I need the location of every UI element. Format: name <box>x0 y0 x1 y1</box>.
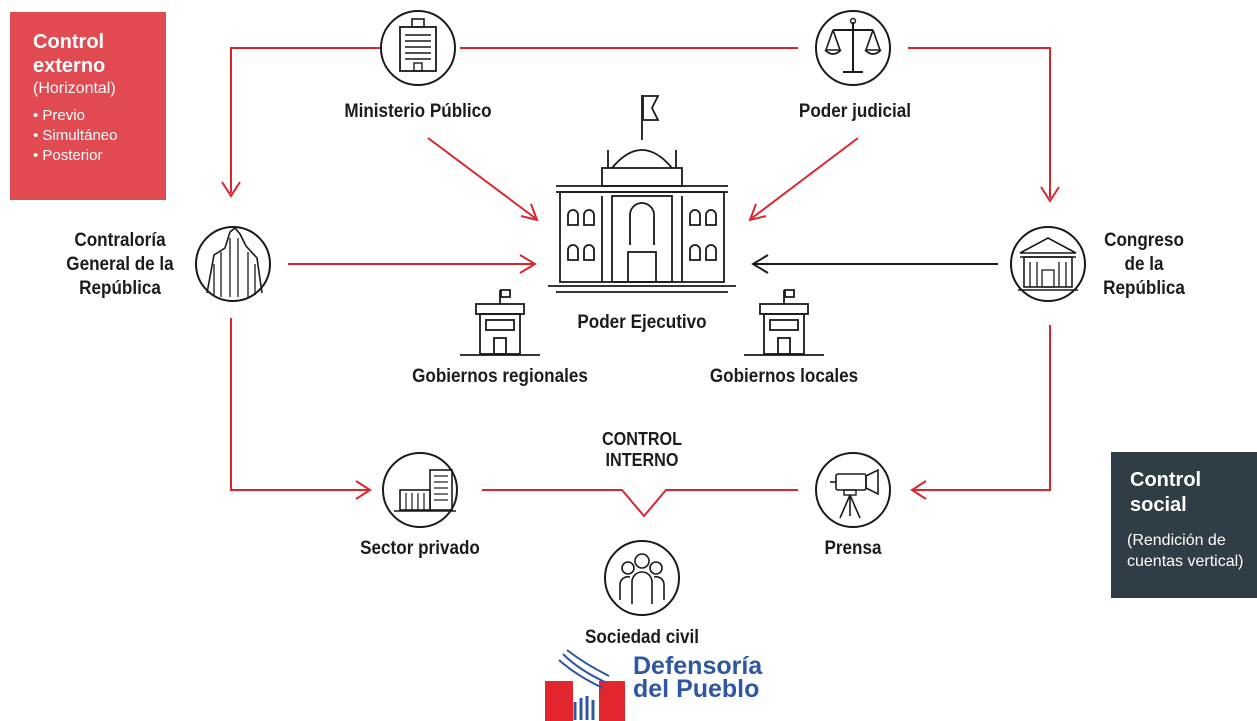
gobiernos-locales-label: Gobiernos locales <box>709 366 859 387</box>
contraloria-label-line2: General de la <box>66 254 174 275</box>
regional-government-icon <box>460 289 540 356</box>
control-social-subtitle-line1: (Rendición de <box>1127 532 1226 549</box>
congreso-label-line3: República <box>1103 278 1185 299</box>
control-interno-label-line2: INTERNO <box>605 450 679 470</box>
defensoria-logo <box>545 649 625 721</box>
congreso-label-line1: Congreso <box>1104 230 1184 251</box>
control-externo-title-line1: Control <box>33 31 105 53</box>
contraloria-label-line3: República <box>79 278 161 299</box>
control-externo-title: Control externo <box>33 30 105 78</box>
control-externo-item: Previo <box>33 106 117 126</box>
connector-lines <box>221 47 1060 518</box>
control-externo-title-line2: externo <box>33 55 106 77</box>
defensoria-emblem-icon <box>545 649 625 721</box>
arrowhead-congreso <box>1040 186 1060 203</box>
arrowhead-prensa <box>910 480 927 500</box>
congreso-label-line2: de la <box>1124 254 1164 275</box>
sector-privado-label: Sector privado <box>360 538 480 559</box>
control-externo-item: Simultáneo <box>33 126 117 146</box>
people-group-icon <box>604 540 680 616</box>
control-social-title-line1: Control <box>1130 469 1202 491</box>
line-ministerio-ejecutivo <box>427 137 536 219</box>
control-social-subtitle: (Rendición de cuentas vertical) <box>1127 530 1244 572</box>
office-buildings-icon <box>382 452 458 528</box>
tower-building-icon <box>195 226 271 302</box>
line-ministerio-contraloria <box>230 47 381 193</box>
arrowhead-privado <box>355 480 372 500</box>
line-judicial-ejecutivo <box>751 137 859 219</box>
congreso-label: Congreso de la República <box>1094 229 1195 301</box>
line-congreso-prensa <box>914 325 1051 491</box>
poder-judicial-label: Poder judicial <box>798 101 912 122</box>
control-social-title-line2: social <box>1130 494 1187 516</box>
defensoria-logo-text: Defensoría del Pueblo <box>633 652 763 703</box>
control-externo-subtitle: (Horizontal) <box>33 80 116 97</box>
control-social-title: Control social <box>1130 468 1201 518</box>
contraloria-label-line1: Contraloría <box>74 230 166 251</box>
control-social-box: Control social (Rendición de cuentas ver… <box>1111 452 1257 598</box>
scales-of-justice-icon <box>815 10 891 86</box>
poder-ejecutivo-label: Poder Ejecutivo <box>577 312 707 333</box>
line-contraloria-privado <box>230 318 368 491</box>
connector-congreso-ejecutivo <box>751 254 998 274</box>
logo-text-line2: del Pueblo <box>633 675 760 703</box>
arrowhead-judicial-ejecutivo <box>748 203 767 222</box>
arrowhead-contraloria <box>221 181 241 198</box>
government-palace-icon <box>548 95 736 293</box>
gobiernos-regionales-label: Gobiernos regionales <box>412 366 588 387</box>
control-externo-list: Previo Simultáneo Posterior <box>33 106 117 166</box>
building-icon <box>380 10 456 86</box>
arrowhead-contraloria-ejecutivo <box>519 254 537 274</box>
line-judicial-congreso <box>908 47 1051 198</box>
contraloria-label: Contraloría General de la República <box>57 229 183 301</box>
sociedad-civil-label: Sociedad civil <box>584 627 700 648</box>
arrowhead-ministerio-ejecutivo <box>520 203 539 222</box>
line-control-interno <box>482 489 798 518</box>
control-externo-item: Posterior <box>33 146 117 166</box>
congress-building-icon <box>1010 226 1086 302</box>
local-government-icon <box>744 289 824 356</box>
control-interno-label-line1: CONTROL <box>601 429 683 449</box>
control-interno-label: CONTROL INTERNO <box>588 429 696 471</box>
arrowhead-congreso-ejecutivo <box>751 254 769 274</box>
ministerio-publico-label: Ministerio Público <box>344 101 492 122</box>
control-social-subtitle-line2: cuentas vertical) <box>1127 553 1244 570</box>
video-camera-icon <box>815 452 891 528</box>
logo-text-line1: Defensoría <box>633 652 763 680</box>
prensa-label: Prensa <box>824 538 882 559</box>
control-externo-box: Control externo (Horizontal) Previo Simu… <box>10 12 166 200</box>
